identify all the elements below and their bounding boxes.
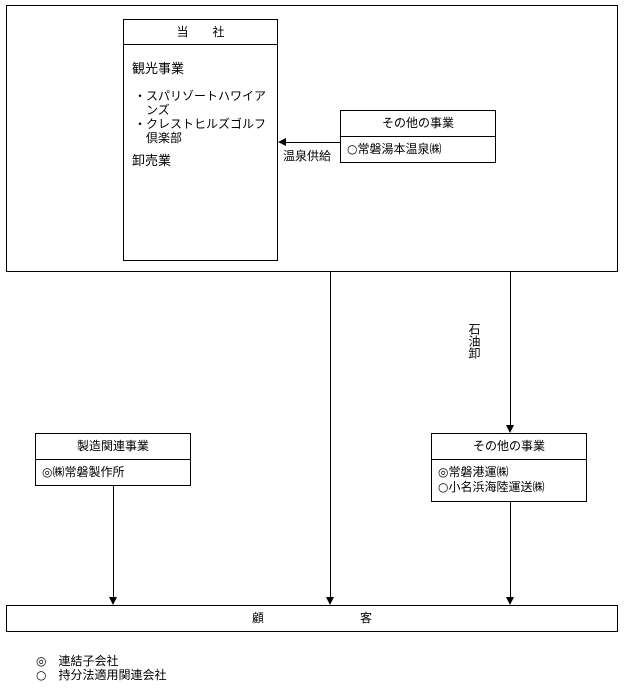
customer-label: 顧 客 [251, 611, 372, 625]
manufacturing-to-customer-line [112, 486, 114, 597]
manufacturing-box: 製造関連事業 ◎㈱常磐製作所 [35, 433, 191, 486]
frame-to-customer-line [329, 272, 331, 597]
manufacturing-to-customer-arrowhead [109, 597, 117, 605]
other-bottom-to-customer-line [509, 502, 511, 597]
other-bottom-to-customer-arrowhead [506, 597, 514, 605]
other-business-top-header: その他の事業 [341, 111, 495, 137]
tourism-item: 倶楽部 [134, 131, 183, 145]
other-business-bottom-member: ○小名浜海陸運送㈱ [438, 480, 545, 494]
company-header: 当 社 [124, 20, 277, 45]
other-business-bottom-box: その他の事業 ◎常磐港運㈱ ○小名浜海陸運送㈱ [431, 433, 587, 502]
legend-consolidated: ◎ 連結子会社 [36, 654, 119, 668]
other-business-top-member: ○常磐湯本温泉㈱ [347, 142, 442, 156]
tourism-item: ・スパリゾートハワイア [134, 89, 267, 103]
group-frame [6, 5, 618, 272]
hot-spring-supply-label: 温泉供給 [283, 149, 332, 163]
company-box: 当 社 観光事業 ・スパリゾートハワイア ンズ ・クレストヒルズゴルフ 倶楽部 … [123, 19, 278, 261]
oil-wholesale-label: 石油卸 [467, 323, 481, 359]
hot-spring-arrow-line [286, 141, 340, 143]
frame-to-other-bottom-line [509, 272, 511, 425]
other-business-bottom-header: その他の事業 [432, 434, 586, 460]
hot-spring-arrowhead [278, 138, 286, 146]
frame-to-customer-arrowhead [326, 597, 334, 605]
tourism-item: ンズ [134, 103, 170, 117]
tourism-item: ・クレストヒルズゴルフ [134, 117, 267, 131]
other-business-bottom-member: ◎常磐港運㈱ [438, 465, 509, 479]
customer-box: 顧 客 [6, 605, 618, 632]
wholesale-section-title: 卸売業 [132, 154, 172, 169]
legend-equity-method: ○ 持分法適用関連会社 [36, 668, 167, 682]
tourism-section-title: 観光事業 [132, 62, 185, 77]
frame-to-other-bottom-arrowhead [506, 425, 514, 433]
manufacturing-member: ◎㈱常磐製作所 [42, 465, 125, 479]
manufacturing-header: 製造関連事業 [36, 434, 190, 460]
other-business-top-box: その他の事業 ○常磐湯本温泉㈱ [340, 110, 496, 163]
